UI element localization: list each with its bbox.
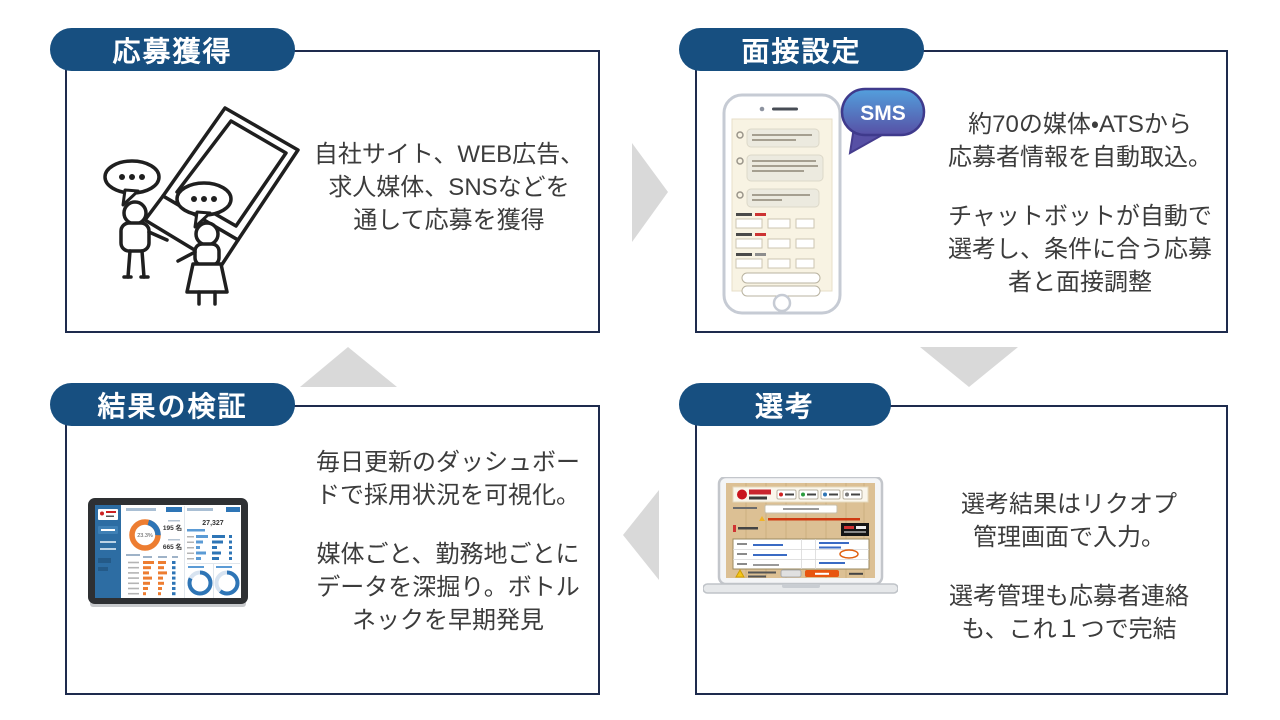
count-top-value: 195 名 [163,523,182,532]
home-button [772,293,792,313]
text-line: 者と面接調整 [1008,269,1152,296]
person2-head [194,221,220,247]
search-text [783,508,819,510]
laptop-admin-icon [702,475,899,594]
count-bottom-value: 665 名 [163,542,182,551]
person1-arm [147,230,169,242]
text-line: 選考し、条件に合う応募 [948,236,1212,263]
sms-label: SMS [860,102,906,125]
people-laptop-icon [103,106,300,306]
alert-row [759,516,860,521]
flow-arrow-left-icon [623,490,659,580]
step-title-label: 結果の検証 [97,390,248,422]
person2-arm [176,250,197,263]
text-line: 応募者情報を自動取込。 [948,144,1212,171]
text-line: 通して応募を獲得 [353,207,545,234]
flow-arrow-right-icon [632,143,668,242]
step-title-label: 応募獲得 [112,35,233,67]
sms-badge: SMS [840,87,926,155]
step-text-result-verification: 毎日更新のダッシュボー ドで採用状況を可視化。 媒体ごと、勤務地ごとに データを… [298,446,598,637]
text-line: 自社サイト、WEB広告、 [313,141,585,168]
text-line: も、これ１つで完結 [961,616,1177,643]
text-line: チャットボットが自動で [948,203,1212,230]
cancel-button [780,569,802,578]
schedule-form-rows [735,213,815,269]
text-line: 選考結果はリクオプ [961,491,1177,518]
panel-divider [184,506,185,598]
speech-dots [119,174,217,202]
person1-legs [126,249,146,279]
speech-bubble-2-tail [193,210,212,229]
breadcrumb-text [733,507,757,509]
entry-form [732,538,870,570]
dashboard-monitor-illustration: 23.3% 195 名 665 名 [88,496,253,619]
admin-screen-laptop-illustration [702,475,899,607]
step-text-interview-setup: 約70の媒体・ATSから 応募者情報を自動取込。 チャットボットが自動で 選考し… [940,108,1220,299]
chat-bubbles [736,128,824,208]
status-black-panel [841,523,869,536]
step-text-application-acquisition: 自社サイト、WEB広告、 求人媒体、SNSなどを 通して応募を獲得 [303,138,595,237]
step-title-interview-setup: 面接設定 [679,28,924,71]
sms-chatbot-phone-illustration: SMS [712,83,927,328]
person2-body [193,242,221,267]
flow-arrow-down-icon [920,347,1018,387]
section-title-text [738,527,758,530]
step-text-selection: 選考結果はリクオプ 管理画面で入力。 選考管理も応募者連絡 も、これ１つで完結 [928,488,1210,646]
step-title-result-verification: 結果の検証 [50,383,295,426]
text-line: ネックを早期発見 [352,607,544,634]
person2-skirt [185,262,229,294]
laptop-notch [782,584,820,588]
send-button [741,272,821,284]
dashboard-icon: 23.3% 195 名 665 名 [88,498,248,607]
step-title-label: 選考 [754,390,815,422]
person1-body [119,221,151,253]
text-line: ドで採用状況を可視化。 [316,482,580,509]
text-line: 求人媒体、SNSなどを [328,174,570,201]
dashboard-sidebar [95,505,121,598]
text-line: 管理画面で入力。 [973,524,1165,551]
section-marker [733,525,736,532]
warning-note [735,568,776,578]
submit-button-text [815,572,829,575]
admin-header [732,486,869,503]
step-title-selection: 選考 [679,383,891,426]
phone-camera [759,106,765,112]
step-box-application-acquisition [65,50,600,333]
step-title-application-acquisition: 応募獲得 [50,28,295,71]
speech-bubble-1-tail [121,188,140,207]
person1-head [122,200,148,226]
people-talking-laptop-illustration [85,100,300,315]
link-text [849,572,863,575]
dashboard-left-panel: 23.3% 195 名 665 名 [126,507,182,596]
dashboard-right-panel: 27,327 [187,507,240,598]
text-line: 毎日更新のダッシュボー [316,449,580,476]
step-title-label: 面接設定 [741,35,862,67]
person2-legs [197,290,217,306]
text-line: 選考管理も応募者連絡 [949,583,1189,610]
phone-speaker [772,107,798,111]
text-line: 媒体ごと、勤務地ごとに [316,541,580,568]
smartphone-sms-icon: SMS [722,87,926,315]
text-line: データを深掘り。ボトル [316,574,580,601]
flow-arrow-up-icon [300,347,397,387]
donut-center-value: 23.3% [137,533,153,539]
total-value: 27,327 [202,520,224,527]
text-line: 約70の媒体・ATSから [968,111,1192,138]
